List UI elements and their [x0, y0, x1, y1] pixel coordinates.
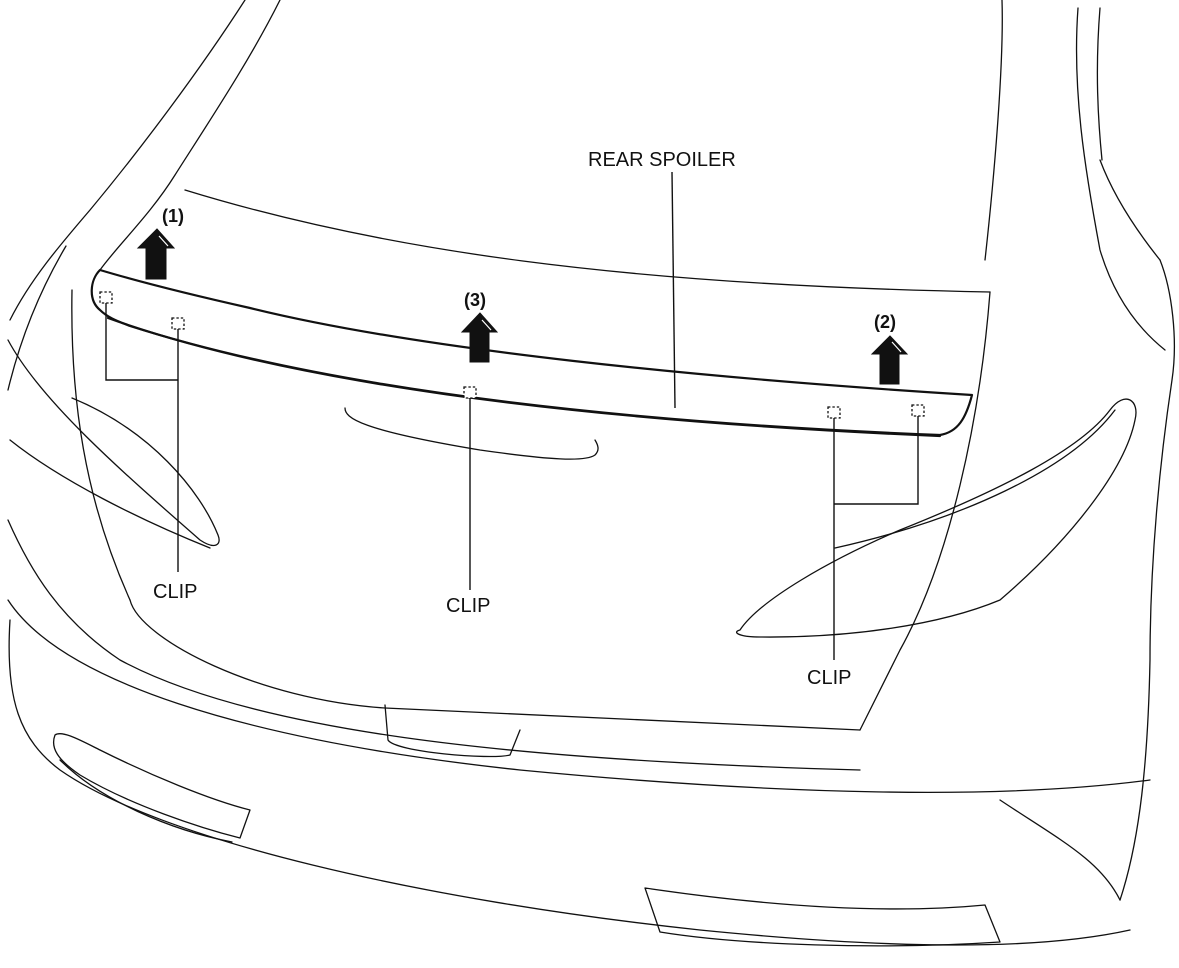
left-quarter-edge	[7, 245, 67, 391]
lift-arrows	[136, 228, 909, 385]
bumper-bottom-line	[8, 619, 1131, 946]
bumper-diffuser	[644, 887, 1001, 947]
bumper-top-line	[7, 599, 1151, 793]
right-c-pillar-inner	[1096, 7, 1103, 161]
step-1-label: (1)	[162, 206, 184, 226]
clip-left-inner	[171, 317, 185, 330]
trunk-lid-bottom-edge	[129, 599, 861, 731]
right-c-pillar-mid	[984, 0, 1003, 261]
left-tail-lamp-outer	[7, 339, 220, 547]
step-2-label: (2)	[874, 312, 896, 332]
car-body	[7, 0, 1175, 947]
right-lower-body	[999, 799, 1121, 901]
right-clip-leader	[833, 416, 919, 660]
rear-spoiler	[90, 268, 974, 438]
left-bumper-recess	[59, 759, 233, 843]
arrow-step-1	[136, 228, 176, 280]
trunk-lid-right-side	[859, 291, 991, 731]
arrow-step-3	[460, 312, 499, 363]
left-clip-leader	[105, 303, 179, 572]
clip-right-label: CLIP	[807, 667, 851, 689]
rear-spoiler-label: REAR SPOILER	[588, 149, 736, 171]
leader-lines	[105, 171, 919, 660]
right-side-body	[1119, 259, 1175, 901]
right-c-pillar-outer	[1075, 7, 1166, 351]
trunk-lid-left-side	[71, 289, 131, 601]
license-plate-recess	[384, 704, 521, 758]
left-tail-lamp-inner	[9, 439, 211, 549]
left-c-pillar-outer	[9, 0, 246, 321]
right-quarter-edge	[1099, 159, 1161, 261]
rear-spoiler-leader	[671, 171, 676, 409]
right-tail-lamp-inner	[834, 409, 1116, 549]
arrow-step-2	[870, 335, 909, 385]
left-bumper-reflector	[53, 733, 251, 839]
rear-spoiler-lower-edge	[106, 316, 942, 438]
clip-center	[463, 386, 477, 399]
clip-left-outer	[99, 291, 113, 304]
clip-right-inner	[827, 406, 841, 419]
trunk-garnish	[344, 407, 599, 460]
step-3-label: (3)	[464, 290, 486, 310]
clip-right-outer	[911, 404, 925, 417]
trunk-lid-top-edge	[184, 189, 991, 293]
labels: REAR SPOILER CLIP CLIP CLIP (1) (3) (2)	[153, 149, 896, 689]
left-c-pillar-inner	[99, 0, 281, 271]
clips	[99, 291, 925, 419]
clip-left-label: CLIP	[153, 581, 197, 603]
clip-center-label: CLIP	[446, 595, 490, 617]
right-tail-lamp-outer	[736, 398, 1137, 638]
bumper-upper-curve	[7, 519, 861, 771]
